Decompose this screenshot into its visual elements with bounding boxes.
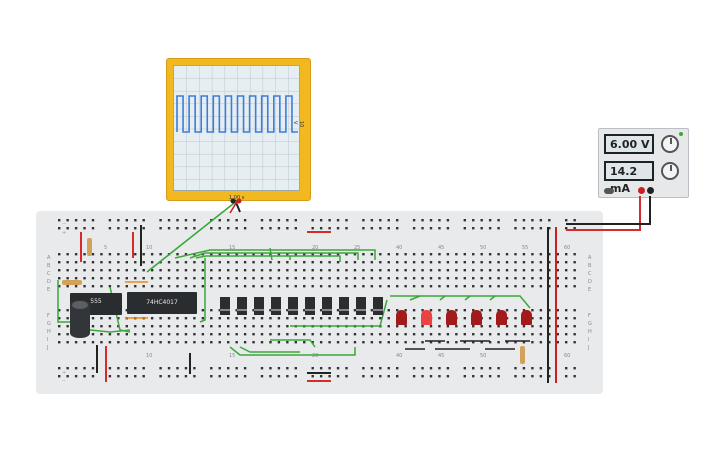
- diode[interactable]: [237, 297, 247, 315]
- current-knob[interactable]: [661, 162, 679, 180]
- led[interactable]: [521, 310, 532, 325]
- counter-chip-label: 74HC4017: [146, 299, 178, 306]
- row-letter: J: [588, 345, 590, 351]
- column-number-top: 10: [146, 245, 153, 251]
- row-letter: F: [588, 313, 591, 319]
- row-letter: I: [47, 337, 49, 343]
- column-number-bottom: 10: [146, 353, 153, 359]
- scope-waveform: [176, 95, 298, 133]
- row-letter: B: [588, 263, 592, 269]
- row-letter: H: [47, 329, 51, 335]
- row-letter: D: [47, 279, 51, 285]
- row-letter: H: [588, 329, 592, 335]
- column-number-top: 55: [522, 245, 529, 251]
- diode[interactable]: [356, 297, 366, 315]
- capacitor[interactable]: [70, 300, 90, 338]
- diode[interactable]: [220, 297, 230, 315]
- led[interactable]: [446, 310, 457, 325]
- rail-minus-bottom: −: [62, 378, 66, 384]
- negative-terminal-icon[interactable]: [647, 187, 654, 194]
- diode[interactable]: [339, 297, 349, 315]
- row-letter: G: [47, 321, 51, 327]
- row-letter: D: [588, 279, 592, 285]
- column-number-bottom: 20: [312, 353, 319, 359]
- breadboard-holes: + − + −: [58, 219, 576, 384]
- column-number-bottom: 45: [438, 353, 445, 359]
- diode[interactable]: [305, 297, 315, 315]
- row-letter: C: [47, 271, 51, 277]
- column-number-top: 40: [396, 245, 403, 251]
- current-display: 14.2 mA: [604, 161, 654, 195]
- oscilloscope[interactable]: 1.00 s 10 V: [166, 58, 311, 201]
- diode[interactable]: [288, 297, 298, 315]
- column-number-bottom: 60: [564, 353, 571, 359]
- led[interactable]: [471, 310, 482, 325]
- rail-minus-top: −: [62, 221, 66, 227]
- rail-plus-bottom: +: [62, 370, 66, 376]
- column-number-top: 60: [564, 245, 571, 251]
- power-supply[interactable]: 6.00 V 14.2 mA: [598, 128, 689, 198]
- row-letter: G: [588, 321, 592, 327]
- led[interactable]: [421, 310, 432, 325]
- column-number-top: 45: [438, 245, 445, 251]
- row-letter: F: [47, 313, 50, 319]
- voltage-knob[interactable]: [661, 135, 679, 153]
- power-switch[interactable]: [604, 188, 614, 194]
- timer-chip-label: 555: [90, 298, 102, 305]
- row-letter: B: [47, 263, 51, 269]
- diode[interactable]: [271, 297, 281, 315]
- led[interactable]: [496, 310, 507, 325]
- column-number-top: 50: [480, 245, 487, 251]
- row-letter: J: [47, 345, 49, 351]
- diode[interactable]: [373, 297, 383, 315]
- diode[interactable]: [322, 297, 332, 315]
- row-letter: A: [588, 255, 592, 261]
- row-letter: E: [47, 287, 51, 293]
- counter-chip-74hc4017[interactable]: 74HC4017: [127, 292, 197, 314]
- row-letter: I: [588, 337, 590, 343]
- row-letter: C: [588, 271, 592, 277]
- column-number-bottom: 40: [396, 353, 403, 359]
- oscilloscope-screen: [173, 65, 300, 191]
- diode[interactable]: [254, 297, 264, 315]
- rail-plus-top: +: [62, 230, 66, 236]
- row-letter: A: [47, 255, 51, 261]
- scope-time-label: 1.00 s: [229, 195, 245, 201]
- positive-terminal-icon[interactable]: [638, 187, 645, 194]
- row-letter: E: [588, 287, 592, 293]
- column-number-top: 25: [354, 245, 361, 251]
- voltage-display: 6.00 V: [604, 134, 654, 154]
- power-led-icon: [679, 132, 683, 136]
- column-number-top: 15: [229, 245, 236, 251]
- column-number-top: 20: [312, 245, 319, 251]
- led[interactable]: [396, 310, 407, 325]
- column-number-bottom: 50: [480, 353, 487, 359]
- column-number-top: 5: [104, 245, 108, 251]
- column-number-bottom: 15: [229, 353, 236, 359]
- scope-grid: [174, 66, 299, 190]
